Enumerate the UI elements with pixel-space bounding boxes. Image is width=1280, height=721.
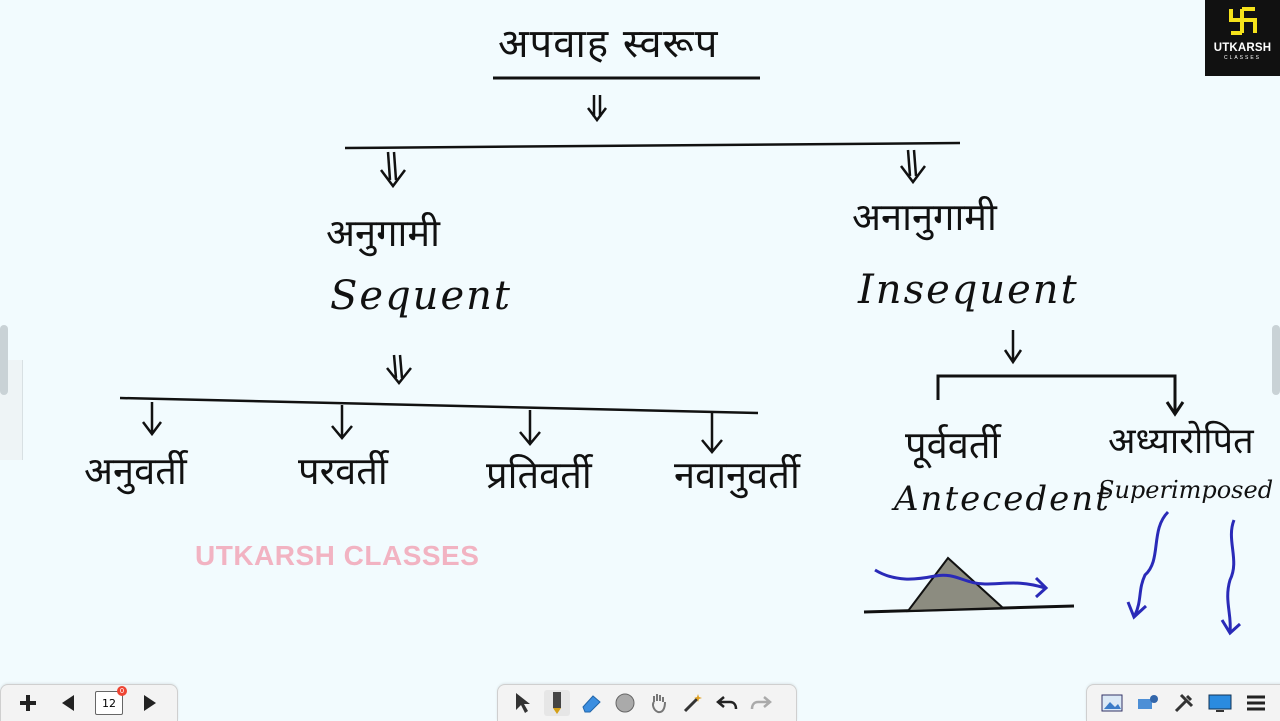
hand-icon[interactable] bbox=[646, 690, 672, 716]
pointer-icon[interactable] bbox=[510, 690, 536, 716]
image-icon[interactable] bbox=[1099, 690, 1125, 716]
prev-arrow-icon[interactable] bbox=[55, 690, 81, 716]
drawing-toolbar bbox=[497, 684, 797, 721]
superimposed-english: Superimposed bbox=[1098, 476, 1274, 504]
antecedent-english: Antecedent bbox=[894, 479, 1111, 519]
left-panel-handle[interactable] bbox=[0, 325, 8, 395]
page-indicator[interactable]: 12 0 bbox=[95, 686, 127, 715]
antecedent-hindi: पूर्ववर्ती bbox=[905, 423, 1001, 467]
settings-icon[interactable] bbox=[1171, 690, 1197, 716]
menu-icon[interactable] bbox=[1243, 690, 1269, 716]
screen-icon[interactable] bbox=[1207, 690, 1233, 716]
right-panel-handle[interactable] bbox=[1272, 325, 1280, 395]
sequent-type-4: नवानुवर्ती bbox=[674, 453, 800, 497]
sequent-type-2: परवर्ती bbox=[298, 449, 388, 493]
sequent-type-1: अनुवर्ती bbox=[84, 449, 187, 493]
branch-insequent-hindi: अनानुगामी bbox=[852, 195, 997, 239]
branch-sequent-hindi: अनुगामी bbox=[326, 211, 440, 255]
brand-logo: UTKARSH CLASSES bbox=[1205, 0, 1280, 76]
pen-icon[interactable] bbox=[544, 690, 570, 716]
watermark-text: UTKARSH CLASSES bbox=[195, 540, 480, 571]
logo-name: UTKARSH bbox=[1213, 42, 1272, 54]
shape-icon[interactable] bbox=[612, 690, 638, 716]
plus-icon[interactable] bbox=[15, 690, 41, 716]
redo-icon[interactable] bbox=[748, 690, 774, 716]
board-title: अपवाह स्वरूप bbox=[498, 21, 719, 67]
logo-sub: CLASSES bbox=[1223, 55, 1262, 61]
eraser-icon[interactable] bbox=[578, 690, 604, 716]
page-badge: 0 bbox=[117, 686, 127, 696]
next-arrow-icon[interactable] bbox=[137, 690, 163, 716]
branch-insequent-english: Insequent bbox=[858, 267, 1079, 313]
branch-sequent-english: Sequent bbox=[330, 273, 512, 319]
magic-pen-icon[interactable] bbox=[680, 690, 706, 716]
undo-icon[interactable] bbox=[714, 690, 740, 716]
page-number: 12 bbox=[102, 696, 116, 710]
tools-icon[interactable] bbox=[1135, 690, 1161, 716]
navigation-toolbar: 12 0 bbox=[0, 684, 178, 721]
sequent-type-3: प्रतिवर्ती bbox=[486, 453, 592, 497]
superimposed-hindi: अध्यारोपित bbox=[1108, 421, 1254, 462]
utkarsh-logo-icon bbox=[1228, 7, 1257, 35]
utility-toolbar bbox=[1086, 684, 1280, 721]
